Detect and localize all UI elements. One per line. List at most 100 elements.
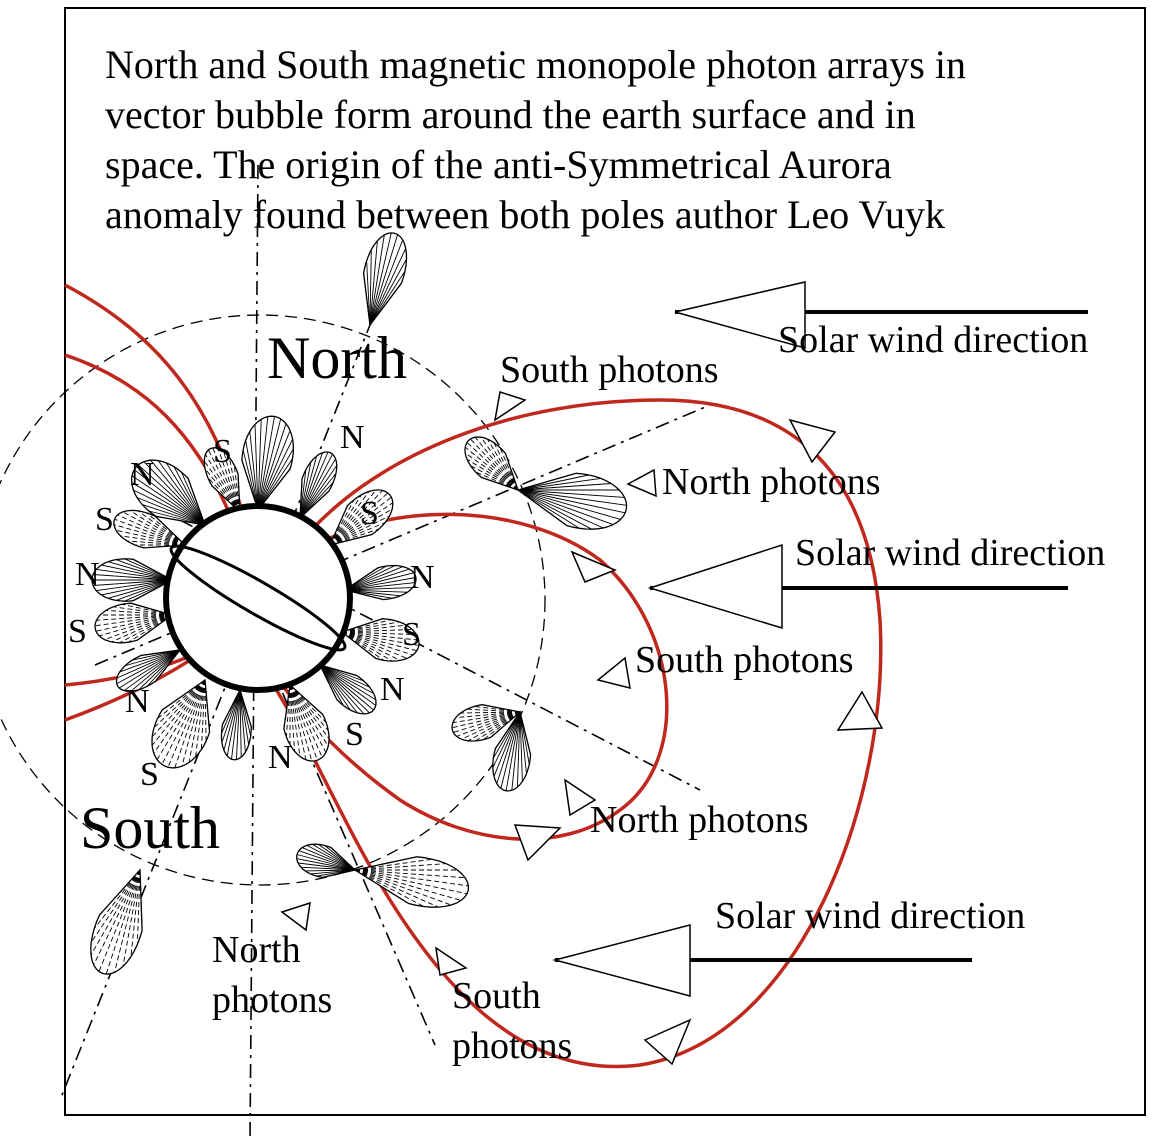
lobe-hatch-line: [319, 664, 377, 706]
lobe-hatch-line: [470, 465, 519, 491]
lobe-hatch-line: [341, 624, 407, 633]
north-photon-lobe: [516, 472, 628, 530]
lobe-hatch-line: [134, 469, 206, 526]
large-field-loop: [258, 398, 883, 1069]
pole-letter: N: [268, 739, 293, 776]
lobe-hatch-line: [289, 684, 329, 747]
lobe-hatch-line: [467, 711, 521, 742]
lobe-hatch-line: [143, 461, 206, 526]
triangle-marker-11: [643, 1018, 692, 1066]
lobe-hatch-line: [354, 858, 433, 871]
pole-letter: N: [130, 456, 155, 493]
lobe-hatch-line: [517, 489, 592, 530]
lobe-hatch-line: [517, 489, 580, 529]
lobe-hatch-line: [137, 510, 186, 546]
lobe-hatch-line: [111, 614, 173, 643]
lobe-hatch-line: [221, 689, 241, 734]
lobe-hatch-line: [116, 529, 186, 546]
north-photons-bottom-label-1: North: [212, 929, 301, 971]
lobe-hatch-line: [319, 664, 365, 715]
lobe-hatch-line: [344, 568, 410, 591]
north-photon-lobe: [492, 710, 532, 792]
lobe-hatch-line: [492, 711, 521, 759]
lobe-hatch-line: [131, 475, 206, 526]
lobe-outline: [151, 678, 211, 769]
lobe-hatch-line: [341, 619, 392, 633]
lobe-hatch-line: [289, 684, 307, 760]
lobe-hatch-line: [519, 711, 527, 774]
lobe-hatch-line: [257, 458, 293, 511]
lobe-hatch-line: [254, 424, 259, 511]
lobe-hatch-line: [188, 679, 206, 763]
lobe-hatch-line: [148, 510, 206, 526]
lobe-hatch-line: [136, 869, 141, 945]
lobe-hatch-line: [505, 453, 519, 491]
north-photons-bottom-label-2: photons: [212, 979, 332, 1021]
lobe-hatch-line: [318, 844, 356, 871]
lobe-hatch-line: [118, 649, 181, 689]
solar-wind-label-1: Solar wind direction: [778, 319, 1088, 361]
south-photon-lobe: [283, 683, 330, 762]
lobe-hatch-line: [474, 436, 519, 491]
lobe-hatch-line: [341, 631, 417, 636]
lobe-hatch-line: [460, 711, 521, 714]
lobe-hatch-line: [226, 689, 241, 756]
solar-wind-arrows: [552, 281, 1088, 997]
lobe-hatch-line: [142, 504, 206, 526]
south-photon-lobe: [90, 868, 143, 975]
lobe-hatch-line: [289, 684, 323, 758]
lobe-hatch-line: [239, 689, 250, 745]
lobe-hatch-line: [456, 711, 521, 737]
lobe-hatch-line: [153, 679, 206, 754]
lobe-hatch-line: [116, 649, 181, 684]
north-photons-mid-label: North photons: [590, 799, 809, 841]
lobe-hatch-line: [369, 234, 385, 326]
lobe-hatch-line: [517, 489, 626, 514]
caption-line-1: North and South magnetic monopole photon…: [105, 42, 966, 87]
direction-markers: [280, 391, 884, 1066]
lobe-hatch-line: [113, 606, 173, 616]
solar-wind-arrow-1: [674, 281, 1088, 349]
lobe-hatch-line: [519, 711, 532, 755]
lobe-hatch-line: [495, 711, 521, 749]
lobe-hatch-line: [369, 248, 407, 326]
lobe-hatch-line: [150, 459, 206, 526]
north-photon-lobe: [115, 649, 182, 692]
lobe-hatch-line: [354, 869, 462, 901]
lobe-hatch-line: [341, 631, 419, 646]
pole-letter: S: [402, 616, 421, 653]
lobe-hatch-line: [205, 454, 241, 513]
lobe-hatch-line: [122, 869, 141, 967]
lobe-hatch-line: [329, 491, 370, 546]
lobe-hatch-line: [151, 679, 206, 737]
lobe-hatch-line: [341, 621, 400, 633]
lobe-hatch-line: [289, 684, 313, 762]
solar-wind-head-1: [674, 281, 806, 349]
lobe-hatch-line: [101, 564, 173, 581]
lobe-hatch-line: [299, 465, 338, 519]
lobe-hatch-line: [289, 684, 296, 752]
lobe-hatch-line: [490, 711, 521, 738]
solar-wind-arrow-3: [552, 924, 972, 997]
lobe-hatch-line: [223, 451, 241, 513]
south-photons-top-label: South photons: [500, 349, 719, 391]
lobe-hatch-line: [299, 482, 334, 519]
lobe-hatch-line: [96, 568, 173, 581]
lobe-hatch-line: [107, 561, 173, 581]
solar-wind-head-2: [647, 543, 783, 630]
caption-line-3: space. The origin of the anti-Symmetrica…: [105, 142, 892, 187]
lobe-hatch-line: [341, 631, 393, 662]
south-photon-lobe: [464, 436, 520, 492]
south-photon-lobe: [353, 856, 470, 908]
south-photon-lobe: [151, 678, 211, 769]
solar-wind-label-2: Solar wind direction: [795, 532, 1105, 574]
lobe-hatch-line: [122, 511, 186, 546]
lobe-hatch-line: [156, 515, 206, 526]
lobe-hatch-line: [289, 684, 327, 723]
north-photon-lobe: [343, 564, 417, 601]
lobe-hatch-line: [369, 283, 402, 326]
lobe-hatch-line: [310, 869, 356, 875]
lobe-hatch-line: [120, 535, 186, 546]
north-photon-lobe: [91, 558, 174, 602]
lobe-hatch-line: [517, 489, 614, 526]
